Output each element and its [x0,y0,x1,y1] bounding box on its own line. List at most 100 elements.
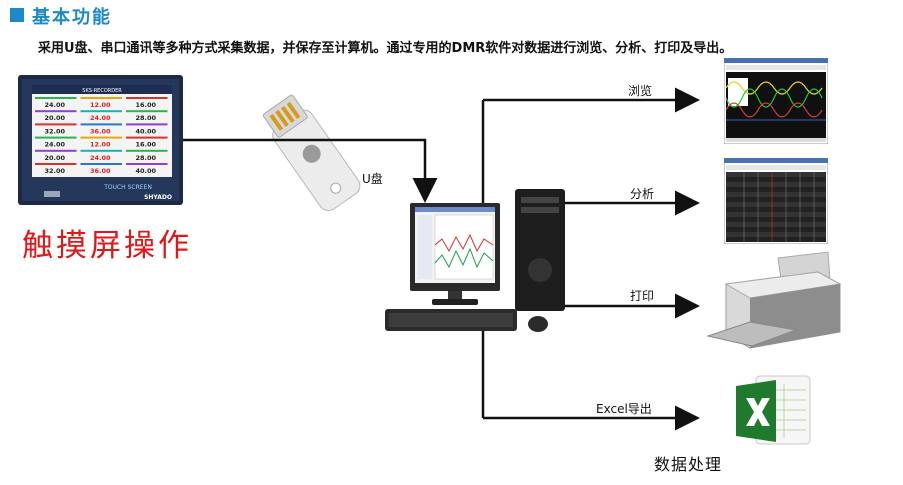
browse-titlebar [724,58,828,63]
reading-value: 16.00 [135,101,156,109]
reading-value: 36.00 [90,127,111,135]
recorder-usb-port [44,191,60,197]
usb-drive-connector [262,94,308,138]
mouse [528,316,548,332]
analyze-data-grid [726,172,826,242]
monitor-base [432,299,478,305]
analyze-table-row [726,202,826,207]
analyze-table-row [726,187,826,192]
browse-software-screenshot [724,58,828,144]
reading-color-bar [126,123,168,126]
reading-color-bar [80,149,122,152]
monitor-trace-red [434,233,494,253]
reading-value: 16.00 [135,141,156,149]
usb-keyring-hole [330,182,342,194]
touch-operation-label: 触摸屏操作 [22,228,192,264]
analyze-table-row [726,177,826,182]
analyze-table-row [726,212,826,217]
touch-screen-text: TOUCH SCREEN [103,184,152,191]
browse-toolbar [726,65,826,70]
usb-label: U盘 [362,172,383,186]
reading-value: 28.00 [135,154,156,162]
analyze-software-screenshot [724,158,828,244]
reading-color-bar [126,136,168,139]
analyze-table-row [726,237,826,242]
analyze-table-row [726,197,826,202]
printer [706,251,842,349]
desktop-computer [385,189,565,332]
recorder-to-pc-arrow [183,138,438,203]
recorder-screen-header [32,85,172,94]
pc-speaker-grille [528,258,552,282]
analyze-table-row [726,232,826,237]
paperless-recorder: SKS-RECORDER 24.00 12.00 16.00 20.00 24.00 28… [18,75,183,205]
excel-icon [736,375,811,445]
browse-trace-green [725,88,823,108]
reading-color-bar [35,123,77,126]
analyze-table-row [726,192,826,197]
pc-drive-bay [521,207,559,213]
section-subtitle: 采用U盘、串口通讯等多种方式采集数据，并保存至计算机。通过专用的DMR软件对数据… [38,41,733,56]
recorder-screen [32,85,172,177]
reading-color-bar [35,136,77,139]
reading-value: 20.00 [44,154,65,162]
reading-color-bar [126,163,168,165]
analyze-table-row [726,172,826,177]
section-title: 基本功能 [32,7,112,28]
monitor-screen-sidebar [418,215,432,279]
reading-value: 12.00 [90,101,111,109]
monitor-stand [448,291,462,301]
usb-drive [262,94,361,212]
excel-x-glyph [746,398,770,426]
analyze-table-row [726,222,826,227]
browse-legend-panel [728,78,748,106]
pc-tower [515,189,565,311]
monitor-trace-green [434,247,494,269]
reading-value: 40.00 [135,127,156,135]
reading-color-bar [80,110,122,113]
reading-color-bar [35,97,77,99]
reading-value: 32.00 [44,127,65,135]
monitor-screen-titlebar [415,207,495,212]
usb-contact [275,109,289,127]
printer-output-tray [706,321,798,347]
analyze-table-row [726,182,826,187]
analyze-table-row [726,217,826,222]
reading-color-bar [35,149,77,152]
reading-color-bar [80,97,122,99]
reading-value: 12.00 [90,141,111,149]
reading-value: 20.00 [44,114,65,122]
analyze-table-row [726,207,826,212]
browse-statusbar [726,138,826,142]
browse-trace-yellow [725,81,823,95]
recorder-brand: SHYADO [144,194,172,201]
data-processing-caption: 数据处理 [654,455,723,474]
keyboard-keys [389,313,513,327]
reading-color-bar [126,149,168,152]
reading-color-bar [80,136,122,139]
title-square-icon [10,8,24,22]
reading-color-bar [126,97,168,99]
browse-label: 浏览 [628,84,653,98]
reading-value: 24.00 [44,101,65,109]
apple-logo-icon [302,144,321,163]
reading-value: 28.00 [135,114,156,122]
reading-value: 40.00 [135,167,156,175]
reading-value: 24.00 [90,114,111,122]
recorder-screen-title: SKS-RECORDER [82,88,122,94]
reading-color-bar [80,123,122,126]
reading-value: 24.00 [90,154,111,162]
reading-value: 32.00 [44,167,65,175]
usb-contact [280,105,295,123]
reading-color-bar [80,163,122,165]
usb-contact [269,113,284,131]
analyze-label: 分析 [630,187,655,201]
analyze-toolbar [726,165,826,170]
recorder-readings: 24.00 12.00 16.00 20.00 24.00 28.00 32.00 36.00… [35,97,168,175]
reading-color-bar [35,110,77,113]
reading-value: 36.00 [90,167,111,175]
print-label: 打印 [630,289,655,303]
analyze-table-row [726,227,826,232]
usb-contact [286,101,301,119]
